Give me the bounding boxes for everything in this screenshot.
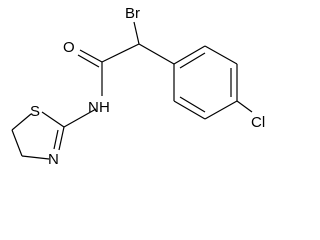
atom-label-n-ring: N [48, 151, 59, 168]
atom-label-h-amide: H [99, 99, 110, 116]
atom-label-br: Br [125, 5, 140, 22]
bond-c2-s [41, 111, 65, 128]
molecule-diagram: Br O N H S N Cl [11, 5, 265, 168]
bond-ring-2 [204, 45, 238, 65]
atom-label-s: S [30, 103, 40, 120]
bond-n-c2 [63, 108, 97, 128]
bond-ring-inner-3 [179, 96, 206, 113]
bond-c2-n3-2 [53, 129, 59, 150]
bond-c4-c5 [11, 129, 23, 157]
bond-c2-n3-1 [58, 126, 65, 151]
bond-carbonyl-o-2 [77, 54, 100, 68]
bond-n3-c4 [21, 155, 50, 160]
bond-ring-4 [204, 100, 238, 120]
bond-calpha-ccarbonyl [101, 43, 140, 63]
atom-label-cl: Cl [251, 114, 265, 131]
bond-calpha-ipso [138, 43, 175, 65]
bond-carbonyl-o-1 [79, 49, 103, 63]
bond-ring-1 [173, 45, 206, 65]
structure-canvas: Br O N H S N Cl [11, 5, 266, 168]
bond-ring-inner-1 [179, 52, 206, 69]
bond-ring-5 [173, 100, 206, 120]
bond-cpara-cl [236, 100, 253, 113]
atom-label-n-amide: N [88, 99, 99, 116]
atom-label-o: O [63, 39, 75, 56]
bond-calpha-br [133, 21, 140, 45]
bond-c5-s [11, 113, 32, 131]
